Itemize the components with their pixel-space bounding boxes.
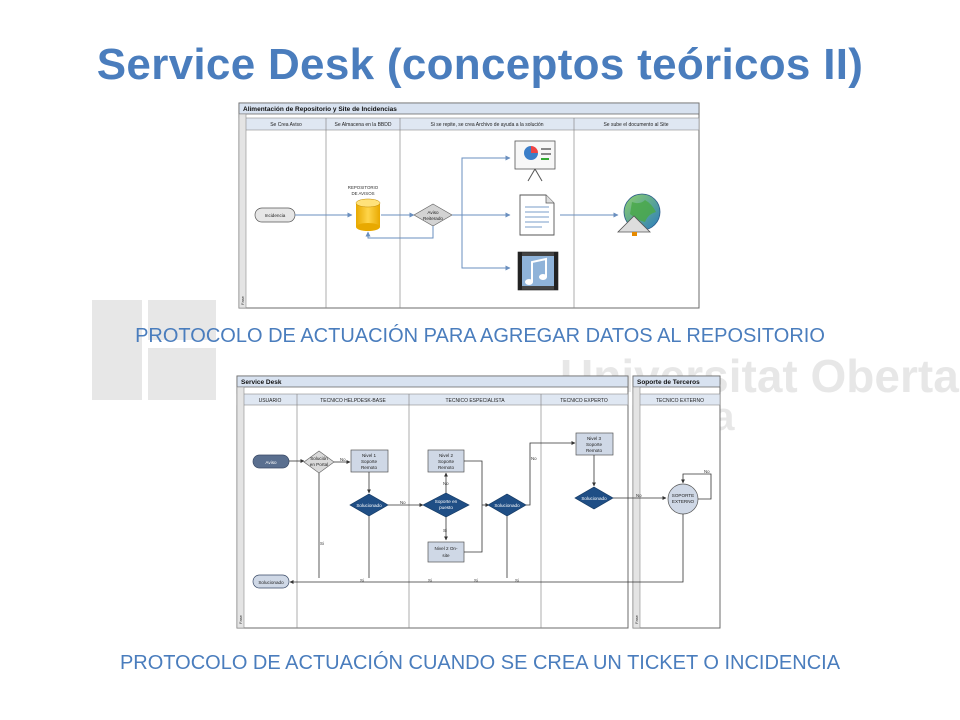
diagram2-side-label: Fase bbox=[238, 614, 243, 624]
document-icon bbox=[519, 194, 555, 236]
diagram2-third-party-header-bar bbox=[632, 375, 721, 388]
diagram2-lane-2: TECNICO HELPDESK-BASE bbox=[320, 398, 386, 404]
repo-label-1: REPOSITORIO bbox=[348, 185, 379, 190]
watermark-block-2 bbox=[148, 300, 216, 340]
solucionado-label-1: Solucionado bbox=[356, 503, 382, 508]
diagram2-lane-5: TECNICO EXTERNO bbox=[656, 398, 704, 404]
presentation-icon bbox=[514, 140, 556, 182]
watermark-block-1 bbox=[92, 300, 142, 400]
diagram1-side-label: Fase bbox=[240, 295, 245, 305]
diagram2-lane-3: TECNICO ESPECIALISTA bbox=[445, 398, 505, 404]
diagram1-frame bbox=[238, 102, 700, 309]
solucionado-label-2: Solucionado bbox=[494, 503, 520, 508]
database-icon bbox=[355, 198, 381, 231]
arrow-externo-loop bbox=[681, 473, 712, 500]
diagram1-header-bar bbox=[238, 102, 700, 115]
nivel3-label-3: Remoto bbox=[586, 448, 603, 453]
film-music-icon bbox=[517, 251, 559, 291]
diagram1-lane-3: Si se repite, se crea Archivo de ayuda a… bbox=[430, 122, 543, 128]
label-si-3: Si bbox=[443, 528, 447, 533]
nivel2-onsite-node bbox=[427, 541, 465, 563]
diagram2-side-label-2: Fase bbox=[634, 614, 639, 624]
label-si-6: Si bbox=[474, 578, 478, 583]
soporte-externo-label-1: SOPORTE bbox=[672, 493, 694, 498]
solucion-portal-label-1: Solución bbox=[310, 456, 328, 461]
aviso-start-label: Aviso bbox=[265, 460, 277, 465]
repo-label-2: DE AVISOS bbox=[351, 191, 374, 196]
diagram2-third-party-header: Soporte de Terceros bbox=[637, 379, 700, 386]
nivel1-label-3: Remoto bbox=[361, 465, 378, 470]
nivel1-label-2: Soporte bbox=[361, 459, 378, 464]
arrow-aviso-loop bbox=[365, 226, 434, 239]
diagram2-header-bar bbox=[236, 375, 629, 388]
solucionado-end-label: Solucionado bbox=[258, 580, 284, 585]
nivel3-label-2: Soporte bbox=[586, 442, 603, 447]
label-no-2: No bbox=[400, 500, 406, 505]
diagram1-header: Alimentación de Repositorio y Site de In… bbox=[243, 106, 397, 113]
nivel3-label-1: Nivel 3 bbox=[587, 436, 601, 441]
incidencia-label: Incidencia bbox=[265, 213, 286, 218]
label-no-6: No bbox=[704, 469, 710, 474]
nivel2-onsite-label-1: Nivel 2 On- bbox=[435, 546, 458, 551]
aviso-label-2: Reiterado bbox=[423, 216, 443, 221]
nivel2-label-1: Nivel 2 bbox=[439, 453, 453, 458]
diagram1-lane-1: Se Crea Aviso bbox=[270, 122, 302, 128]
label-no-5: No bbox=[636, 493, 642, 498]
diagram1-side-strip bbox=[238, 113, 247, 309]
label-no-1: No bbox=[340, 457, 346, 462]
arrow-nivel2-sol2 bbox=[464, 460, 483, 553]
diagram2-side-strip bbox=[236, 386, 245, 629]
solucionado-end-node bbox=[252, 574, 290, 589]
soporte-puesto-label-2: puesto bbox=[439, 505, 453, 510]
diagram2-header: Service Desk bbox=[241, 379, 282, 386]
caption-ticket: PROTOCOLO DE ACTUACIÓN CUANDO SE CREA UN… bbox=[119, 652, 841, 674]
globe-icon bbox=[617, 193, 661, 236]
watermark-block-3 bbox=[148, 348, 216, 400]
label-no-4: No bbox=[531, 456, 537, 461]
aviso-label-1: Aviso bbox=[427, 210, 439, 215]
nivel1-node bbox=[350, 449, 389, 473]
nivel2-label-2: Soporte bbox=[438, 459, 455, 464]
arrow-to-media bbox=[461, 215, 511, 271]
nivel2-onsite-label-2: site bbox=[442, 553, 450, 558]
nivel3-node bbox=[575, 432, 614, 456]
label-si-1: Si bbox=[320, 541, 324, 546]
solucionado-label-3: Solucionado bbox=[581, 496, 607, 501]
caption-repository: PROTOCOLO DE ACTUACIÓN PARA AGREGAR DATO… bbox=[135, 325, 825, 347]
soporte-puesto-label-1: Soporte en bbox=[435, 499, 458, 504]
aviso-start-node bbox=[252, 454, 290, 469]
diagram2-side-strip-2 bbox=[632, 386, 641, 629]
label-no-3: No bbox=[443, 481, 449, 486]
label-si-4: Si bbox=[515, 578, 519, 583]
arrow-sol2-nivel3 bbox=[526, 441, 576, 506]
nivel1-label-1: Nivel 1 bbox=[362, 453, 376, 458]
label-si-5: Si bbox=[428, 578, 432, 583]
page-title: Service Desk (conceptos teóricos II) bbox=[96, 40, 864, 89]
label-si-2: Si bbox=[360, 578, 364, 583]
diagram1-lane-2: Se Almacena en la BBDD bbox=[335, 122, 392, 128]
diagram2-lane-1: USUARIO bbox=[259, 398, 282, 404]
soporte-externo-label-2: EXTERNO bbox=[672, 499, 695, 504]
diagram2-lane-4: TECNICO EXPERTO bbox=[560, 398, 608, 404]
arrow-return-end bbox=[289, 514, 684, 584]
diagram1-lane-4: Se sube el documento al Site bbox=[603, 122, 668, 128]
solucionado-decision-3 bbox=[574, 486, 614, 510]
solucion-portal-label-2: en Portal bbox=[310, 462, 328, 467]
nivel2-label-3: Remoto bbox=[438, 465, 455, 470]
